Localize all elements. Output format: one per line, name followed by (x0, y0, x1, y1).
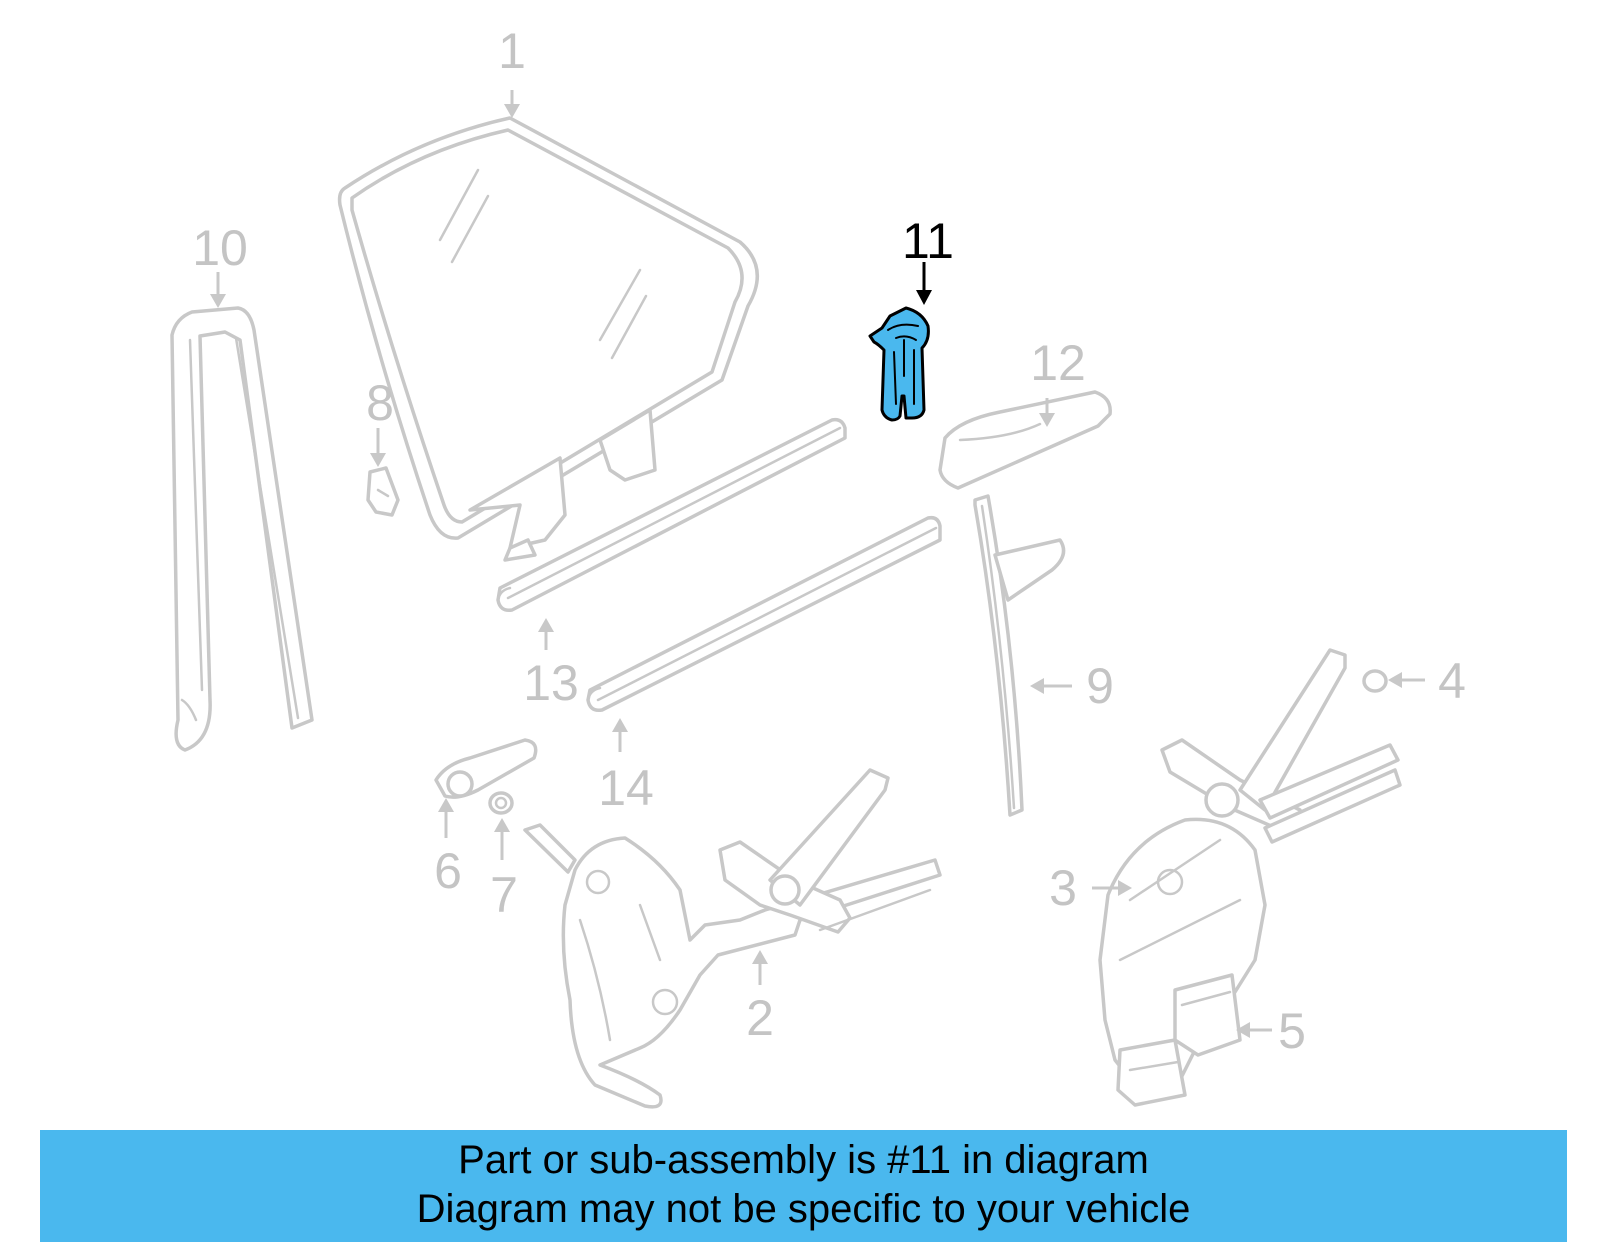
leader-12 (1039, 398, 1055, 427)
part-7-bushing[interactable] (488, 791, 514, 815)
leader-4 (1388, 672, 1425, 688)
callout-11: 11 (902, 213, 954, 269)
part-11-highlighted-bracket[interactable] (868, 306, 930, 422)
leader-6 (438, 798, 454, 838)
callout-2: 2 (746, 990, 774, 1046)
callout-14: 14 (598, 760, 654, 816)
leader-8 (370, 428, 386, 467)
leader-5 (1236, 1022, 1272, 1038)
callout-7: 7 (490, 867, 518, 923)
banner-line-1: Part or sub-assembly is #11 in diagram (458, 1138, 1149, 1182)
part-12-trim-bracket[interactable] (938, 390, 1112, 490)
leader-11 (916, 262, 932, 305)
callout-10: 10 (192, 220, 248, 276)
callout-3: 3 (1049, 860, 1077, 916)
leader-2 (752, 950, 768, 985)
part-13-inner-belt-strip[interactable] (496, 417, 847, 613)
part-3-window-regulator[interactable] (1098, 648, 1402, 1089)
part-5-regulator-motor[interactable] (1116, 973, 1242, 1107)
part-1-door-glass[interactable] (337, 116, 760, 562)
callout-5: 5 (1278, 1003, 1306, 1059)
banner-line-2: Diagram may not be specific to your vehi… (416, 1187, 1191, 1231)
part-4-bushing[interactable] (1362, 669, 1388, 693)
leader-3 (1092, 880, 1132, 896)
leader-14 (612, 718, 628, 752)
callout-12: 12 (1030, 335, 1086, 391)
part-10-run-channel[interactable] (170, 306, 314, 752)
part-2-window-regulator[interactable] (523, 768, 942, 1109)
leader-10 (210, 272, 226, 308)
callout-6: 6 (434, 843, 462, 899)
callout-8: 8 (366, 375, 394, 431)
callout-4: 4 (1438, 653, 1466, 709)
part-6-roller-arm[interactable] (434, 738, 538, 799)
part-9-front-run-channel[interactable] (973, 494, 1066, 817)
leader-7 (494, 818, 510, 860)
callout-9: 9 (1086, 658, 1114, 714)
leader-9 (1030, 678, 1072, 694)
part-14-outer-belt-strip[interactable] (586, 515, 942, 713)
part-8-clip[interactable] (366, 466, 400, 517)
callout-1: 1 (498, 23, 526, 79)
leader-1 (504, 90, 520, 118)
callout-13: 13 (523, 655, 579, 711)
info-banner: Part or sub-assembly is #11 in diagram D… (40, 1130, 1567, 1242)
leader-13 (538, 618, 554, 650)
